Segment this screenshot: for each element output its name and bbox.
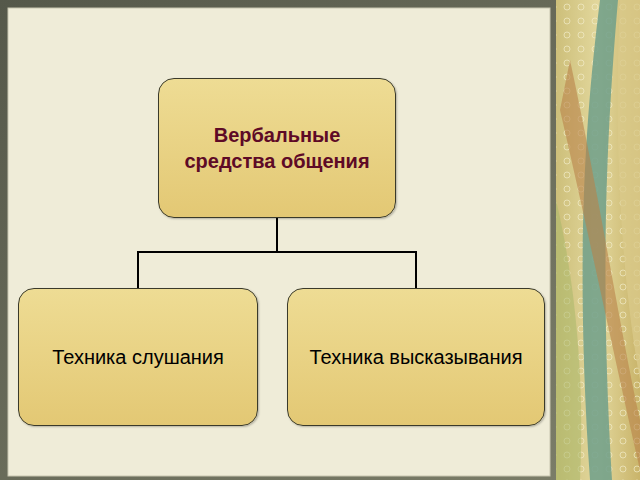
tree-connector — [277, 218, 416, 288]
branch-box: Техника высказывания — [287, 288, 545, 426]
node-label: Техника высказывания — [309, 345, 522, 370]
branch-box: Техника слушания — [18, 288, 258, 426]
node-label: Техника слушания — [52, 345, 224, 370]
root-box: Вербальные средства общения — [158, 78, 396, 218]
tree-connector — [138, 218, 277, 288]
node-label: Вербальные средства общения — [182, 122, 372, 174]
